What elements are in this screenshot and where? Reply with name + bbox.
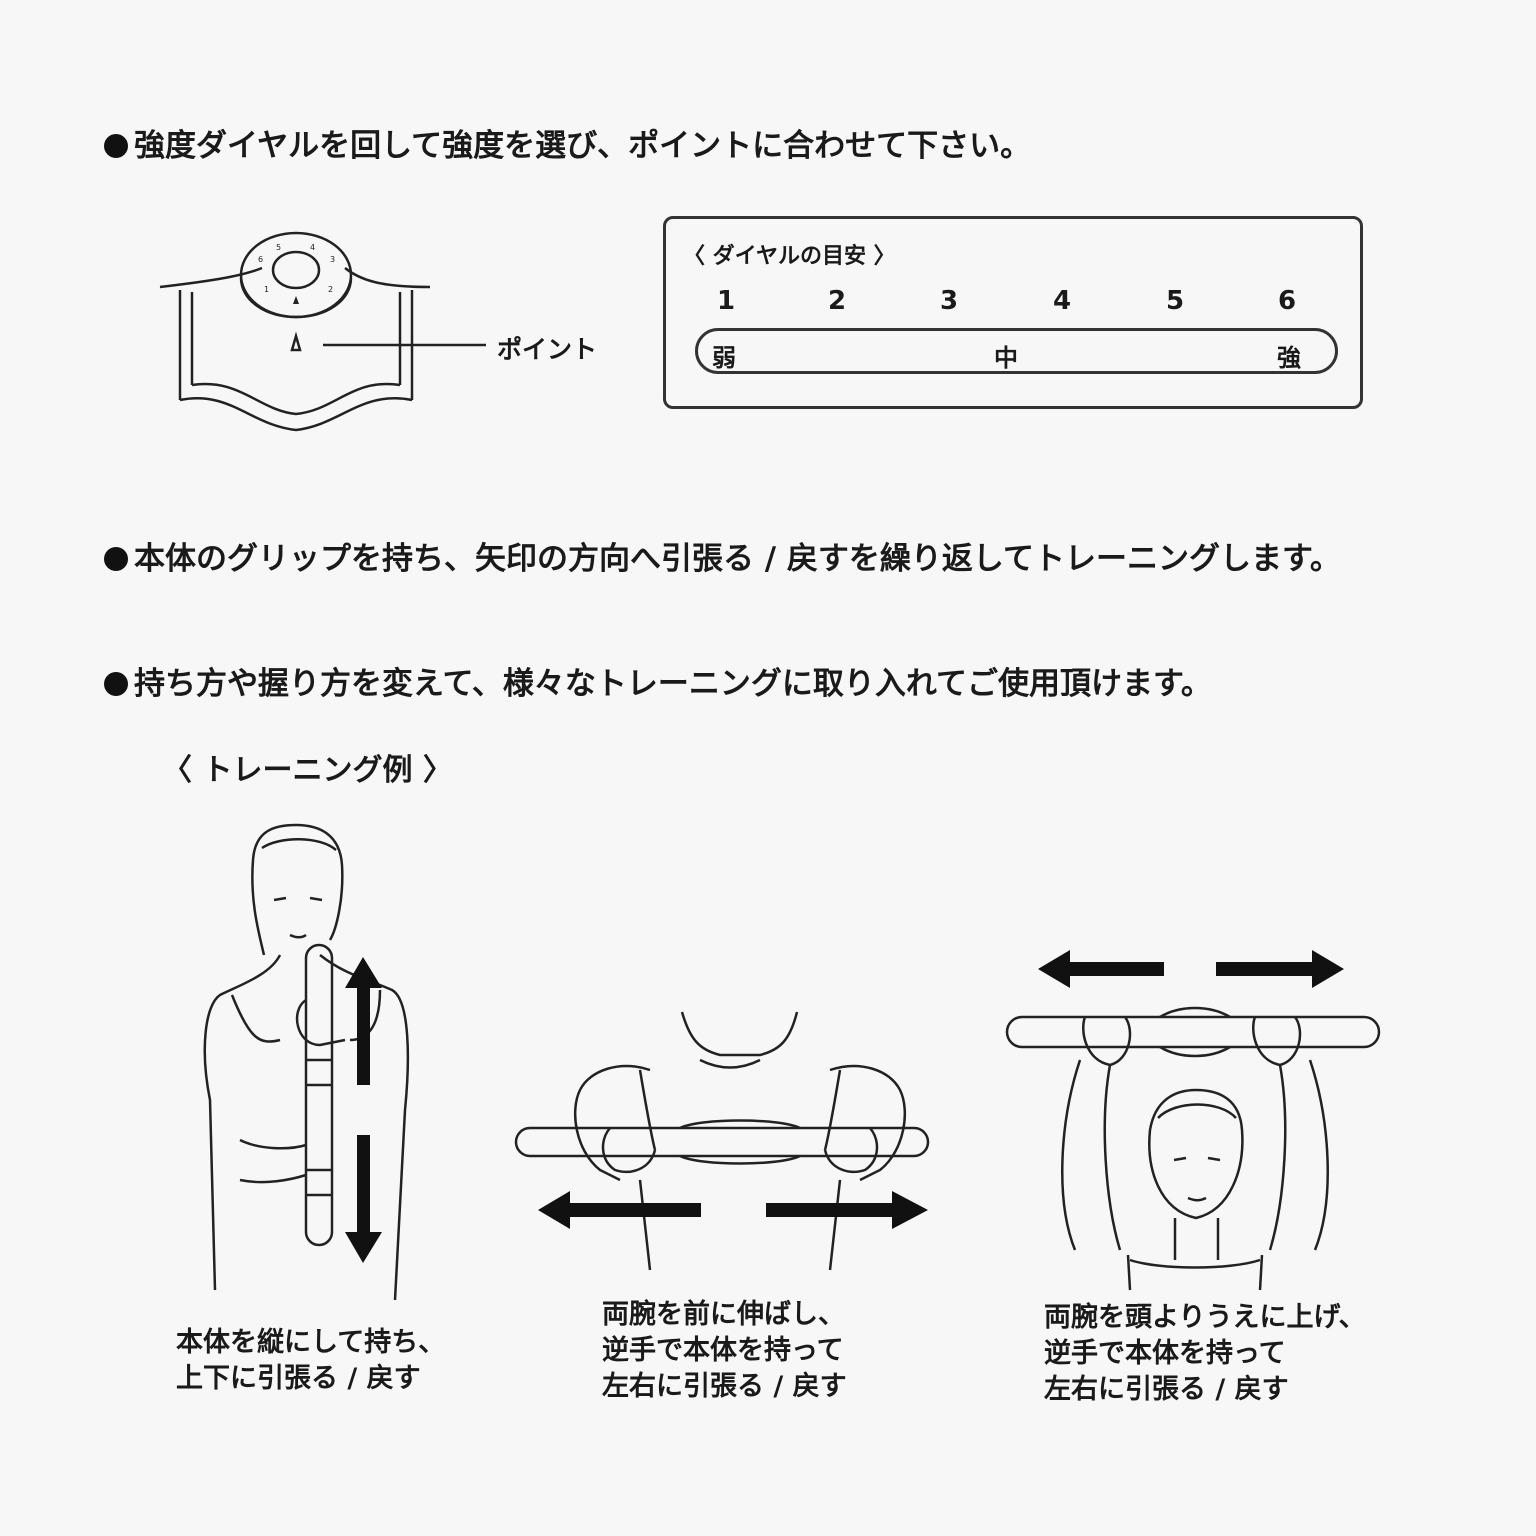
example-3-line-3: 左右に引張る / 戻す <box>1044 1374 1289 1405</box>
instruction-2-text: 本体のグリップを持ち、矢印の方向へ引張る / 戻すを繰り返してトレーニングします… <box>134 541 1341 577</box>
instruction-3-text: 持ち方や握り方を変えて、様々なトレーニングに取り入れてご使用頂けます。 <box>134 666 1212 702</box>
dial-number: 3 <box>940 286 959 316</box>
instruction-1: 強度ダイヤルを回して強度を選び、ポイントに合わせて下さい。 <box>104 120 1031 165</box>
example-1-caption: 本体を縦にして持ち、 上下に引張る / 戻す <box>176 1325 445 1397</box>
bullet-icon <box>104 134 128 158</box>
training-title: 〈 トレーニング例 〉 <box>162 753 453 788</box>
dial-number: 2 <box>828 286 847 316</box>
example-2-line-3: 左右に引張る / 戻す <box>602 1371 847 1402</box>
example-1-line-1: 本体を縦にして持ち、 <box>176 1327 446 1358</box>
point-label: ポイント <box>497 335 598 364</box>
svg-text:2: 2 <box>328 285 333 294</box>
dial-number: 6 <box>1278 286 1297 316</box>
instruction-2: 本体のグリップを持ち、矢印の方向へ引張る / 戻すを繰り返してトレーニングします… <box>104 533 1341 578</box>
example-3-caption: 両腕を頭よりうえに上げ、 逆手で本体を持って 左右に引張る / 戻す <box>1044 1300 1366 1408</box>
svg-text:1: 1 <box>264 285 269 294</box>
dial-number: 5 <box>1166 286 1185 316</box>
strength-weak: 弱 <box>712 344 736 372</box>
bullet-icon <box>104 547 128 571</box>
dial-guide-title: 〈 ダイヤルの目安 〉 <box>683 244 896 269</box>
svg-text:5: 5 <box>276 243 281 252</box>
example-1-line-2: 上下に引張る / 戻す <box>176 1363 421 1394</box>
example-3-line-2: 逆手で本体を持って <box>1044 1338 1286 1369</box>
strength-strong: 強 <box>1277 344 1301 372</box>
svg-text:6: 6 <box>258 255 263 264</box>
example-2-caption: 両腕を前に伸ばし、 逆手で本体を持って 左右に引張る / 戻す <box>602 1297 847 1405</box>
strength-bar <box>695 328 1338 374</box>
strength-medium: 中 <box>994 344 1018 372</box>
example-2-line-2: 逆手で本体を持って <box>602 1335 844 1366</box>
instruction-1-text: 強度ダイヤルを回して強度を選び、ポイントに合わせて下さい。 <box>134 128 1032 164</box>
bullet-icon <box>104 672 128 696</box>
dial-guide-box <box>663 216 1363 409</box>
dial-number: 4 <box>1053 286 1072 316</box>
instruction-3: 持ち方や握り方を変えて、様々なトレーニングに取り入れてご使用頂けます。 <box>104 658 1212 703</box>
example-2-line-1: 両腕を前に伸ばし、 <box>602 1299 845 1330</box>
dial-number: 1 <box>717 286 736 316</box>
svg-text:4: 4 <box>310 243 315 252</box>
svg-text:3: 3 <box>330 255 335 264</box>
example-3-line-1: 両腕を頭よりうえに上げ、 <box>1044 1302 1366 1333</box>
